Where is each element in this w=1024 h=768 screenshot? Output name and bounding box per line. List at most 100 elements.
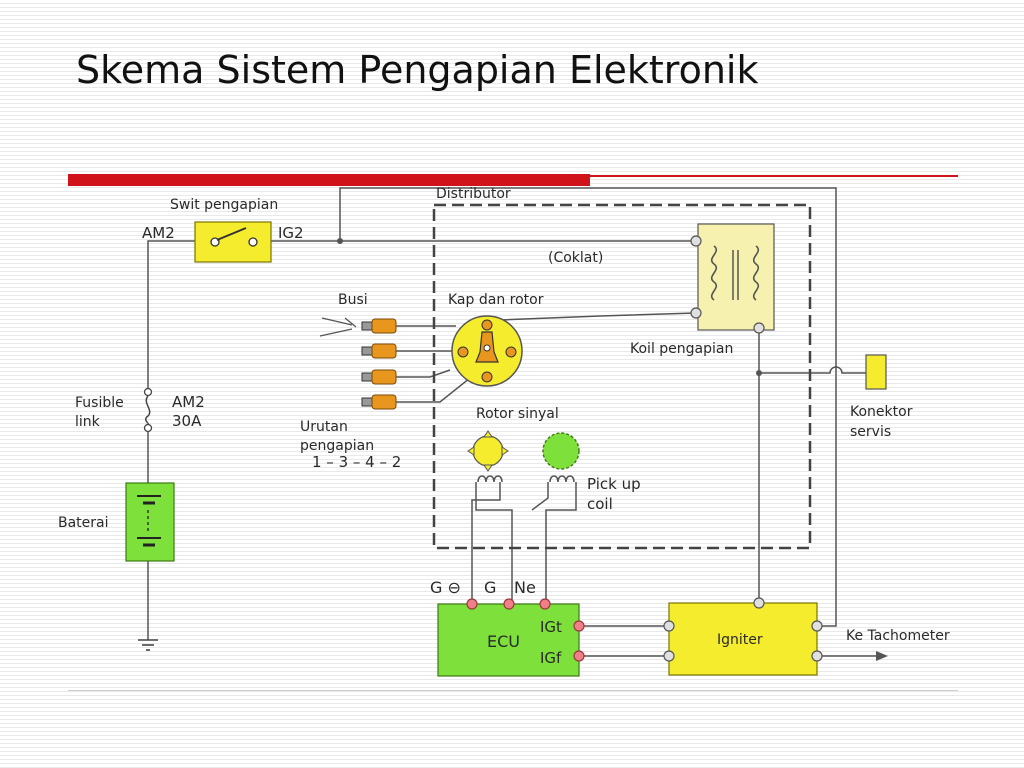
wire-pickup-ne2	[531, 482, 549, 511]
wire-service-connector	[759, 366, 866, 374]
ig2-label: IG2	[278, 224, 304, 242]
spark-plug-2	[361, 343, 397, 359]
firing-order-value: 1 – 3 – 4 – 2	[312, 453, 401, 471]
ecu-label: ECU	[487, 632, 520, 651]
ignition-switch: Swit pengapian AM2 IG2	[142, 197, 304, 263]
igniter-body	[668, 602, 818, 676]
signal-rotor-label: Rotor sinyal	[476, 406, 559, 422]
spark-plug-1	[361, 318, 397, 334]
coklat-label: (Coklat)	[548, 250, 603, 266]
g-label: G	[484, 578, 496, 597]
ecu-body	[437, 603, 580, 677]
wire-am2-feed	[147, 240, 195, 392]
ecu-terminal-g	[503, 598, 515, 610]
switch-contact	[248, 237, 258, 247]
cap-terminal	[481, 319, 493, 331]
signal-rotors: Rotor sinyal	[467, 406, 580, 472]
cap-terminal	[457, 346, 469, 358]
coil-body	[697, 223, 775, 331]
spark-plug-4	[361, 394, 397, 410]
spark-plug-label: Busi	[338, 292, 368, 308]
wire-pickup-g	[475, 482, 513, 602]
slide-title: Skema Sistem Pengapian Elektronik	[76, 48, 759, 92]
distributor-outline	[432, 203, 812, 550]
tachometer-arrow	[876, 651, 888, 661]
title-accent-bar	[68, 174, 590, 186]
ecu: G ⊖ G Ne ECU IGt IGf	[430, 578, 585, 677]
firing-order-label: Urutan	[300, 419, 348, 435]
fusible-label-2: link	[75, 414, 101, 430]
g-minus-label: G ⊖	[430, 578, 461, 597]
ne-label: Ne	[514, 578, 536, 597]
distributor-cap-rotor: Kap dan rotor	[448, 292, 544, 387]
service-connector-label-2: servis	[850, 424, 891, 440]
bottom-rule	[68, 690, 958, 691]
igniter-terminal	[811, 620, 823, 632]
wire-plug-4	[395, 377, 471, 403]
rotor-center	[483, 344, 491, 352]
fuse-rating-label: 30A	[172, 412, 202, 430]
coil-winding-secondary	[752, 245, 760, 301]
ne-signal-rotor	[542, 432, 580, 470]
firing-order-label-2: pengapian	[300, 438, 374, 454]
coil-terminal	[753, 322, 765, 334]
fuse-terminal	[143, 387, 153, 397]
coil-terminal	[690, 307, 702, 319]
wire-coil-rotor	[486, 312, 697, 328]
battery-body	[125, 482, 175, 562]
cap-terminal	[481, 371, 493, 383]
ne-pickup-coil	[549, 475, 575, 483]
pickup-coils: Pick up coil	[477, 475, 641, 513]
fusible-label: Fusible	[75, 395, 124, 411]
igniter-terminal	[663, 620, 675, 632]
coil-label: Koil pengapian	[630, 341, 733, 357]
spark-icon	[319, 317, 357, 337]
coil-terminal	[690, 235, 702, 247]
igniter-terminal	[663, 650, 675, 662]
ecu-terminal-g-minus	[466, 598, 478, 610]
firing-order: Urutan pengapian 1 – 3 – 4 – 2	[300, 419, 401, 471]
igniter-label: Igniter	[717, 632, 763, 648]
pickup-coil-label-2: coil	[587, 495, 613, 513]
service-connector-label: Konektor	[850, 404, 913, 420]
fusible-link: Fusible link AM2 30A	[75, 387, 205, 433]
service-connector: Konektor servis	[850, 354, 913, 440]
wire-pickup-gminus	[471, 482, 501, 602]
ecu-terminal-igf	[573, 650, 585, 662]
distributor-label: Distributor	[436, 186, 511, 202]
g-signal-rotor	[467, 430, 509, 472]
ground-icon	[138, 639, 158, 651]
switch-lever	[216, 227, 247, 241]
g-pickup-coil	[477, 475, 503, 483]
battery: Baterai	[58, 482, 175, 562]
tachometer-label: Ke Tachometer	[846, 628, 950, 644]
title-accent-line	[590, 175, 958, 177]
wire-pickup-ne	[545, 482, 577, 602]
distributor-housing: Distributor	[432, 186, 812, 550]
fuse-element	[145, 395, 151, 425]
battery-label: Baterai	[58, 515, 109, 531]
service-connector-body	[865, 354, 887, 390]
pickup-coil-label: Pick up	[587, 475, 641, 493]
ignition-switch-label: Swit pengapian	[170, 197, 278, 213]
am2-switch-label: AM2	[142, 224, 175, 242]
ecu-terminal-ne	[539, 598, 551, 610]
wire-ig2-bypass	[339, 187, 837, 627]
ecu-terminal-igt	[573, 620, 585, 632]
igniter-terminal	[753, 597, 765, 609]
coil-winding-primary	[710, 245, 718, 301]
fuse-terminal	[143, 423, 153, 433]
igf-label: IGf	[540, 649, 562, 667]
cap-terminal	[505, 346, 517, 358]
switch-body	[194, 221, 272, 263]
spark-plug-3	[361, 369, 397, 385]
spark-plugs: Busi	[319, 292, 397, 410]
wire-plug-3	[395, 369, 451, 378]
am2-fuse-label: AM2	[172, 393, 205, 411]
ignition-coil: (Coklat) Koil pengapian	[548, 223, 775, 357]
igniter-terminal	[811, 650, 823, 662]
igniter: Igniter Ke Tachometer	[663, 597, 950, 676]
cap-rotor-label: Kap dan rotor	[448, 292, 544, 308]
igt-label: IGt	[540, 618, 562, 636]
